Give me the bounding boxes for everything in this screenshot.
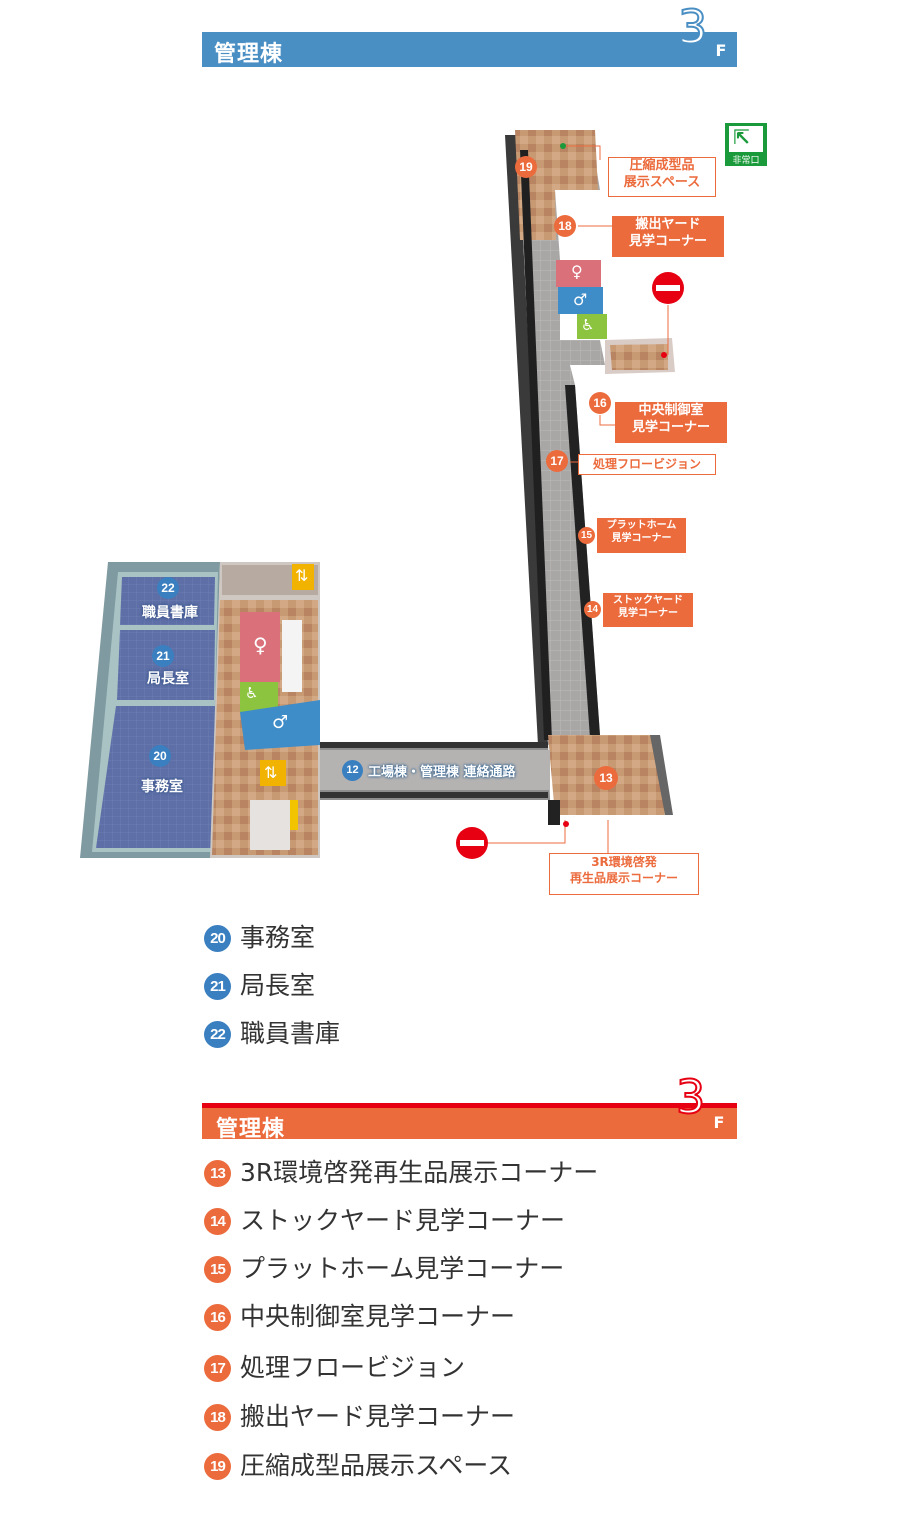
spot-badge-18: 18 bbox=[554, 215, 576, 237]
list-number: 21 bbox=[204, 973, 231, 1000]
womens-restroom-icon: ♀ bbox=[253, 633, 268, 657]
corridor-label: 工場棟・管理棟 連絡通路 bbox=[368, 765, 516, 780]
list-label: 圧縮成型品展示スペース bbox=[240, 1451, 513, 1480]
spot-badge-19: 19 bbox=[515, 156, 537, 178]
spot-label-17: 処理フロービジョン bbox=[578, 454, 716, 475]
spot-label-14: ストックヤード 見学コーナー bbox=[603, 593, 693, 627]
list-number: 13 bbox=[204, 1160, 231, 1187]
corridor-badge-12: 12 bbox=[342, 760, 363, 781]
list-label: 中央制御室見学コーナー bbox=[240, 1302, 516, 1331]
list-label: プラットホーム見学コーナー bbox=[240, 1254, 565, 1283]
spot-label-15: プラットホーム 見学コーナー bbox=[597, 518, 686, 553]
list-number: 18 bbox=[204, 1404, 231, 1431]
room-name-22: 職員書庫 bbox=[142, 605, 198, 621]
list-number: 16 bbox=[204, 1304, 231, 1331]
list-label: 局長室 bbox=[240, 971, 316, 1000]
list-number: 19 bbox=[204, 1453, 231, 1480]
list-number: 15 bbox=[204, 1256, 231, 1283]
no-entry-icon bbox=[456, 827, 488, 859]
list-label: 搬出ヤード見学コーナー bbox=[240, 1402, 516, 1431]
mens-restroom-icon: ♂ bbox=[272, 712, 289, 733]
east-wing bbox=[505, 130, 675, 825]
elevator-icon: ⇅ bbox=[295, 566, 309, 585]
header-title: 管理棟 bbox=[216, 1117, 286, 1142]
spot-label-19: 圧縮成型品 展示スペース bbox=[608, 157, 716, 197]
spot-badge-17: 17 bbox=[546, 450, 568, 472]
list-label: 処理フロービジョン bbox=[240, 1353, 466, 1382]
room-name-20: 事務室 bbox=[141, 779, 183, 795]
spot-badge-14: 14 bbox=[584, 601, 601, 618]
floor-number: 3 bbox=[675, 1070, 706, 1124]
list-number: 14 bbox=[204, 1208, 231, 1235]
list-label: 事務室 bbox=[240, 923, 316, 952]
spot-badge-15: 15 bbox=[578, 527, 595, 544]
accessible-restroom-icon: ♿ bbox=[581, 316, 595, 334]
leader-lines bbox=[488, 145, 669, 855]
floor-suffix: F bbox=[713, 1113, 725, 1132]
floor-number: 3 bbox=[677, 0, 708, 54]
no-entry-icon bbox=[652, 272, 684, 304]
list-number: 17 bbox=[204, 1355, 231, 1382]
spot-label-16: 中央制御室 見学コーナー bbox=[615, 402, 727, 443]
list-number: 20 bbox=[204, 925, 231, 952]
list-label: 3R環境啓発再生品展示コーナー bbox=[240, 1158, 599, 1187]
room-badge-22: 22 bbox=[157, 577, 179, 599]
list-number: 22 bbox=[204, 1021, 231, 1048]
list-label: 職員書庫 bbox=[240, 1019, 341, 1048]
mens-restroom-icon: ♂ bbox=[573, 290, 588, 309]
room-name-21: 局長室 bbox=[147, 671, 189, 687]
womens-restroom-icon: ♀ bbox=[571, 262, 583, 281]
tour-header: 管理棟 bbox=[202, 1103, 737, 1142]
spot-label-13: 3R環境啓発 再生品展示コーナー bbox=[549, 853, 699, 895]
admin-building-header: 管理棟 bbox=[202, 32, 737, 67]
header-title: 管理棟 bbox=[214, 42, 284, 67]
spot-label-18: 搬出ヤード 見学コーナー bbox=[612, 216, 724, 257]
floor-map bbox=[80, 130, 684, 859]
floor-suffix: F bbox=[715, 41, 727, 60]
elevator-icon: ⇅ bbox=[264, 763, 278, 782]
spot-badge-13: 13 bbox=[594, 766, 618, 790]
room-badge-20: 20 bbox=[149, 745, 171, 767]
exit-sign-text: 非常口 bbox=[732, 156, 760, 166]
emergency-exit-icon: ⇱ 非常口 bbox=[725, 123, 767, 166]
room-badge-21: 21 bbox=[152, 645, 174, 667]
accessible-restroom-icon: ♿ bbox=[245, 684, 259, 702]
list-label: ストックヤード見学コーナー bbox=[240, 1206, 566, 1235]
spot-badge-16: 16 bbox=[589, 392, 611, 414]
west-building bbox=[80, 562, 320, 858]
